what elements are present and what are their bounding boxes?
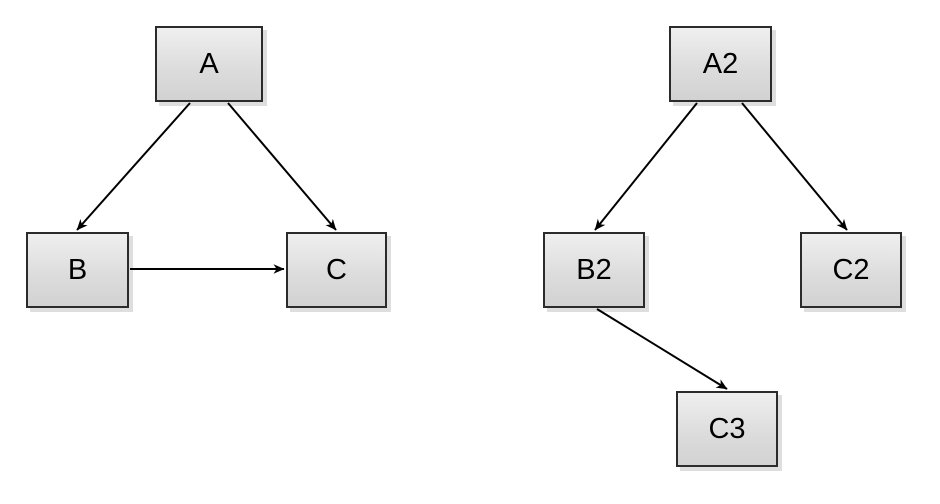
node-a[interactable]: A xyxy=(155,26,263,102)
node-label-c: C xyxy=(326,253,347,286)
node-label-a2: A2 xyxy=(702,47,739,80)
node-label-c3: C3 xyxy=(708,412,746,445)
edge-a-to-c[interactable] xyxy=(227,102,337,231)
edges-group xyxy=(76,102,848,390)
node-b2[interactable]: B2 xyxy=(543,232,645,308)
edge-b2-to-c3[interactable] xyxy=(596,308,728,390)
node-c2[interactable]: C2 xyxy=(800,232,902,308)
edge-a2-to-b2[interactable] xyxy=(594,102,698,231)
node-label-b2: B2 xyxy=(576,253,612,286)
node-label-c2: C2 xyxy=(832,253,870,286)
node-c[interactable]: C xyxy=(286,232,387,308)
edge-a2-to-c2[interactable] xyxy=(741,102,848,231)
node-c3[interactable]: C3 xyxy=(676,391,778,467)
edge-a-to-b[interactable] xyxy=(76,102,191,231)
node-label-a: A xyxy=(199,47,219,80)
node-a2[interactable]: A2 xyxy=(669,26,772,102)
node-label-b: B xyxy=(67,253,88,286)
node-b[interactable]: B xyxy=(26,232,129,308)
